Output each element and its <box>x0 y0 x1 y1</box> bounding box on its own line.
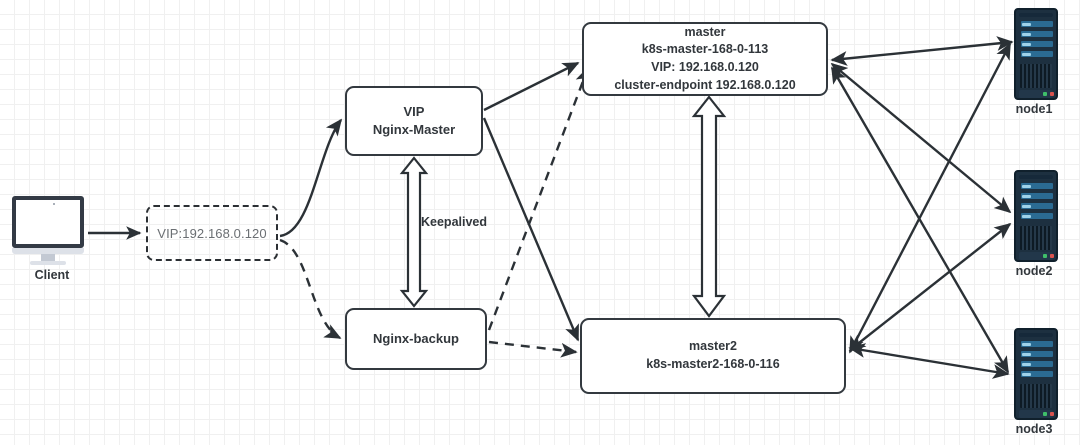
client-node[interactable]: Client <box>8 196 88 286</box>
server-vents <box>1020 384 1052 408</box>
server-bay <box>1021 351 1053 357</box>
server-top-strip <box>1019 13 1053 17</box>
keepalived-label: Keepalived <box>421 215 488 229</box>
server-bay <box>1021 41 1053 47</box>
vip-entry-label: VIP:192.168.0.120 <box>157 225 267 241</box>
server-led-green <box>1043 92 1047 96</box>
master2-line2: k8s-master2-168-0-116 <box>646 357 780 371</box>
master2-box[interactable]: master2 k8s-master2-168-0-116 <box>580 318 846 394</box>
server-led-red <box>1050 412 1054 416</box>
server-led-green <box>1043 412 1047 416</box>
node-label: node2 <box>1015 264 1053 278</box>
nginx-master-box[interactable]: VIP Nginx-Master <box>345 86 483 156</box>
server-top-strip <box>1019 333 1053 337</box>
master2-line1: master2 <box>689 339 737 354</box>
block-arrow-keepalived <box>399 156 429 308</box>
nginx-backup-box[interactable]: Nginx-backup <box>345 308 487 370</box>
monitor-stand-neck <box>41 254 55 262</box>
wire-nginx-backup-to-master <box>487 66 590 331</box>
server-icon <box>1014 170 1058 262</box>
server-bay <box>1021 183 1053 189</box>
server-led-red <box>1050 254 1054 258</box>
server-bay <box>1021 341 1053 347</box>
wire-master-to-node3 <box>830 66 1010 374</box>
server-bay <box>1021 51 1053 57</box>
monitor-stand-base <box>30 261 66 265</box>
node-2[interactable]: node2 <box>998 170 1070 286</box>
nginx-backup-line1: Nginx-backup <box>373 330 459 346</box>
monitor-camera-dot <box>53 203 55 205</box>
server-bay <box>1021 213 1053 219</box>
monitor-icon <box>12 196 84 248</box>
wire-vip-to-nginx-backup <box>279 238 342 340</box>
wire-master-to-node1 <box>830 36 1014 66</box>
server-bay <box>1021 371 1053 377</box>
monitor-chin <box>12 248 84 254</box>
client-label: Client <box>34 268 70 282</box>
server-baseplate <box>1019 410 1053 418</box>
server-top-strip <box>1019 175 1053 179</box>
server-bay <box>1021 31 1053 37</box>
server-baseplate <box>1019 90 1053 98</box>
server-vents <box>1020 64 1052 88</box>
master-line1: master <box>684 24 726 39</box>
master-line3: VIP: 192.168.0.120 <box>651 60 759 74</box>
node-label: node1 <box>1015 102 1053 116</box>
master-box[interactable]: master k8s-master-168-0-113 VIP: 192.168… <box>582 22 828 96</box>
server-led-red <box>1050 92 1054 96</box>
node-label: node3 <box>1015 422 1053 436</box>
server-icon <box>1014 8 1058 100</box>
wire-nginx-backup-to-master2 <box>488 340 578 358</box>
server-vents <box>1020 226 1052 250</box>
vip-entry-box[interactable]: VIP:192.168.0.120 <box>146 205 278 261</box>
nginx-master-line2: Nginx-Master <box>372 122 456 137</box>
master-line2: k8s-master-168-0-113 <box>641 42 769 57</box>
wire-master2-to-node3 <box>848 343 1010 379</box>
server-bay <box>1021 361 1053 367</box>
wire-master2-to-node1 <box>848 42 1012 354</box>
wire-nginx-master-to-master <box>483 61 580 112</box>
server-bay <box>1021 193 1053 199</box>
node-3[interactable]: node3 <box>998 328 1070 444</box>
wire-master2-to-node2 <box>848 222 1012 352</box>
wire-master-to-node2 <box>830 62 1012 214</box>
server-led-green <box>1043 254 1047 258</box>
server-icon <box>1014 328 1058 420</box>
node-1[interactable]: node1 <box>998 8 1070 124</box>
server-baseplate <box>1019 252 1053 260</box>
wire-nginx-master-to-master2 <box>482 117 580 342</box>
nginx-master-line1: VIP <box>403 103 425 119</box>
master-line4: cluster-endpoint 192.168.0.120 <box>614 77 796 92</box>
server-bay <box>1021 21 1053 27</box>
server-bay <box>1021 203 1053 209</box>
block-arrow-master-sync <box>691 95 727 318</box>
wire-vip-to-nginx-master <box>279 118 343 238</box>
